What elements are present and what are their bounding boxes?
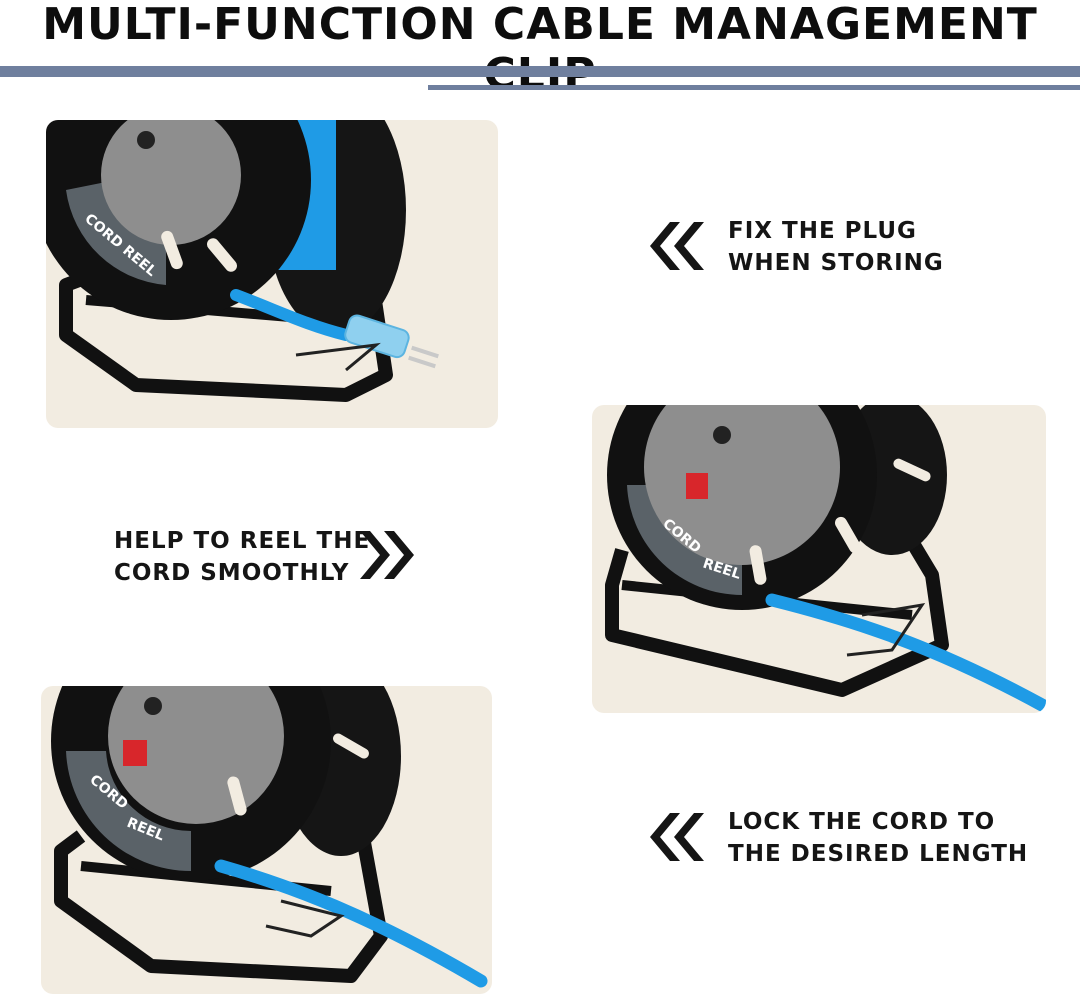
caption-line: FIX THE PLUG bbox=[728, 218, 917, 244]
header-divider-thin bbox=[428, 85, 1080, 90]
chevron-double-left-icon bbox=[650, 813, 704, 861]
product-photo-reel-cord: CORD REEL bbox=[592, 405, 1046, 713]
caption-line: THE DESIRED LENGTH bbox=[728, 841, 1029, 867]
caption-line: HELP TO REEL THE bbox=[114, 528, 371, 554]
product-photo-fix-plug: CORD REEL bbox=[46, 120, 498, 428]
page-title: MULTI-FUNCTION CABLE MANAGEMENT CLIP bbox=[42, 0, 1038, 100]
header-divider-thick bbox=[0, 66, 1080, 77]
caption-line: LOCK THE CORD TO bbox=[728, 809, 996, 835]
feature-caption-reel-cord: HELP TO REEL THE CORD SMOOTHLY bbox=[114, 525, 370, 589]
feature-caption-lock-length: LOCK THE CORD TO THE DESIRED LENGTH bbox=[728, 806, 1028, 870]
chevron-double-left-icon bbox=[650, 222, 704, 270]
feature-caption-fix-plug: FIX THE PLUG WHEN STORING bbox=[728, 215, 944, 279]
chevron-double-right-icon bbox=[360, 531, 414, 579]
product-photo-lock-length: CORD REEL bbox=[41, 686, 492, 994]
caption-line: WHEN STORING bbox=[728, 250, 944, 276]
caption-line: CORD SMOOTHLY bbox=[114, 560, 350, 586]
